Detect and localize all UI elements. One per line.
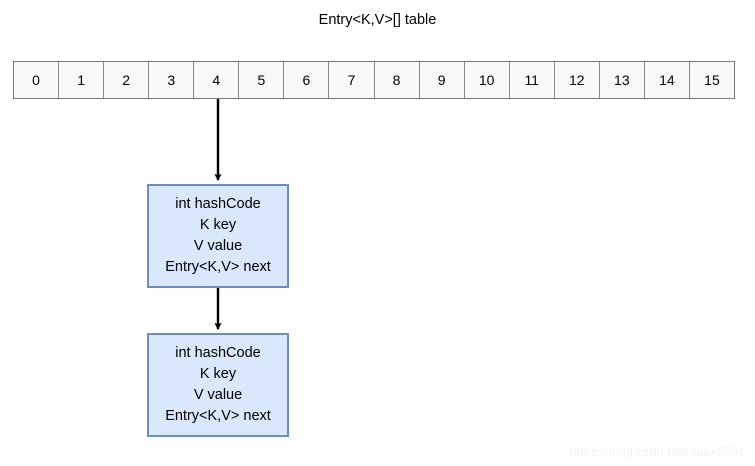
bucket-cell-label: 5 (257, 72, 266, 88)
bucket-cell-label: 8 (392, 72, 401, 88)
bucket-cell-12[interactable]: 12 (554, 62, 600, 98)
bucket-cell-label: 14 (659, 72, 675, 88)
entry-field-key: K key (199, 217, 237, 233)
bucket-cell-11[interactable]: 11 (509, 62, 555, 98)
bucket-cell-label: 11 (524, 72, 539, 88)
bucket-cell-10[interactable]: 10 (464, 62, 510, 98)
bucket-cell-label: 10 (478, 72, 495, 88)
bucket-cell-7[interactable]: 7 (329, 62, 375, 98)
watermark: https://blog.csdn.net/qqxx6661 (569, 445, 745, 459)
bucket-cell-9[interactable]: 9 (419, 62, 465, 98)
bucket-cell-label: 0 (32, 72, 40, 88)
bucket-cell-1[interactable]: 1 (59, 62, 105, 98)
bucket-cell-label: 12 (568, 72, 585, 88)
entry-field-key: K key (199, 366, 237, 382)
bucket-cell-label: 1 (77, 72, 85, 88)
bucket-cell-15[interactable]: 15 (689, 62, 734, 98)
bucket-array: 0 1 2 3 4 5 6 7 8 9 10 11 12 13 14 15 (13, 61, 735, 99)
bucket-cell-label: 4 (212, 72, 221, 88)
bucket-cell-14[interactable]: 14 (644, 62, 690, 98)
bucket-cell-label: 2 (122, 72, 131, 88)
entry-field-value: V value (193, 387, 243, 403)
bucket-cell-8[interactable]: 8 (374, 62, 420, 98)
entry-field-hashcode: int hashCode (175, 196, 261, 212)
entry-field-value: V value (193, 238, 243, 254)
bucket-cell-label: 3 (167, 72, 176, 88)
bucket-cell-0[interactable]: 0 (14, 62, 60, 98)
bucket-cell-3[interactable]: 3 (149, 62, 195, 98)
bucket-cell-2[interactable]: 2 (104, 62, 150, 98)
entry-field-next: Entry<K,V> next (165, 259, 271, 275)
bucket-cell-label: 9 (437, 72, 446, 88)
bucket-cell-13[interactable]: 13 (599, 62, 645, 98)
entry-field-next: Entry<K,V> next (165, 408, 271, 424)
bucket-cell-label: 15 (704, 72, 720, 88)
page-title: Entry<K,V>[] table (318, 12, 437, 28)
entry-node-1[interactable]: int hashCode K key V value Entry<K,V> ne… (147, 184, 289, 288)
bucket-cell-label: 7 (347, 72, 356, 88)
entry-field-hashcode: int hashCode (175, 345, 261, 361)
bucket-cell-5[interactable]: 5 (239, 62, 285, 98)
bucket-cell-4[interactable]: 4 (194, 62, 240, 98)
bucket-cell-label: 6 (302, 72, 311, 88)
entry-node-2[interactable]: int hashCode K key V value Entry<K,V> ne… (147, 333, 289, 437)
bucket-cell-label: 13 (614, 72, 630, 88)
bucket-cell-6[interactable]: 6 (284, 62, 330, 98)
